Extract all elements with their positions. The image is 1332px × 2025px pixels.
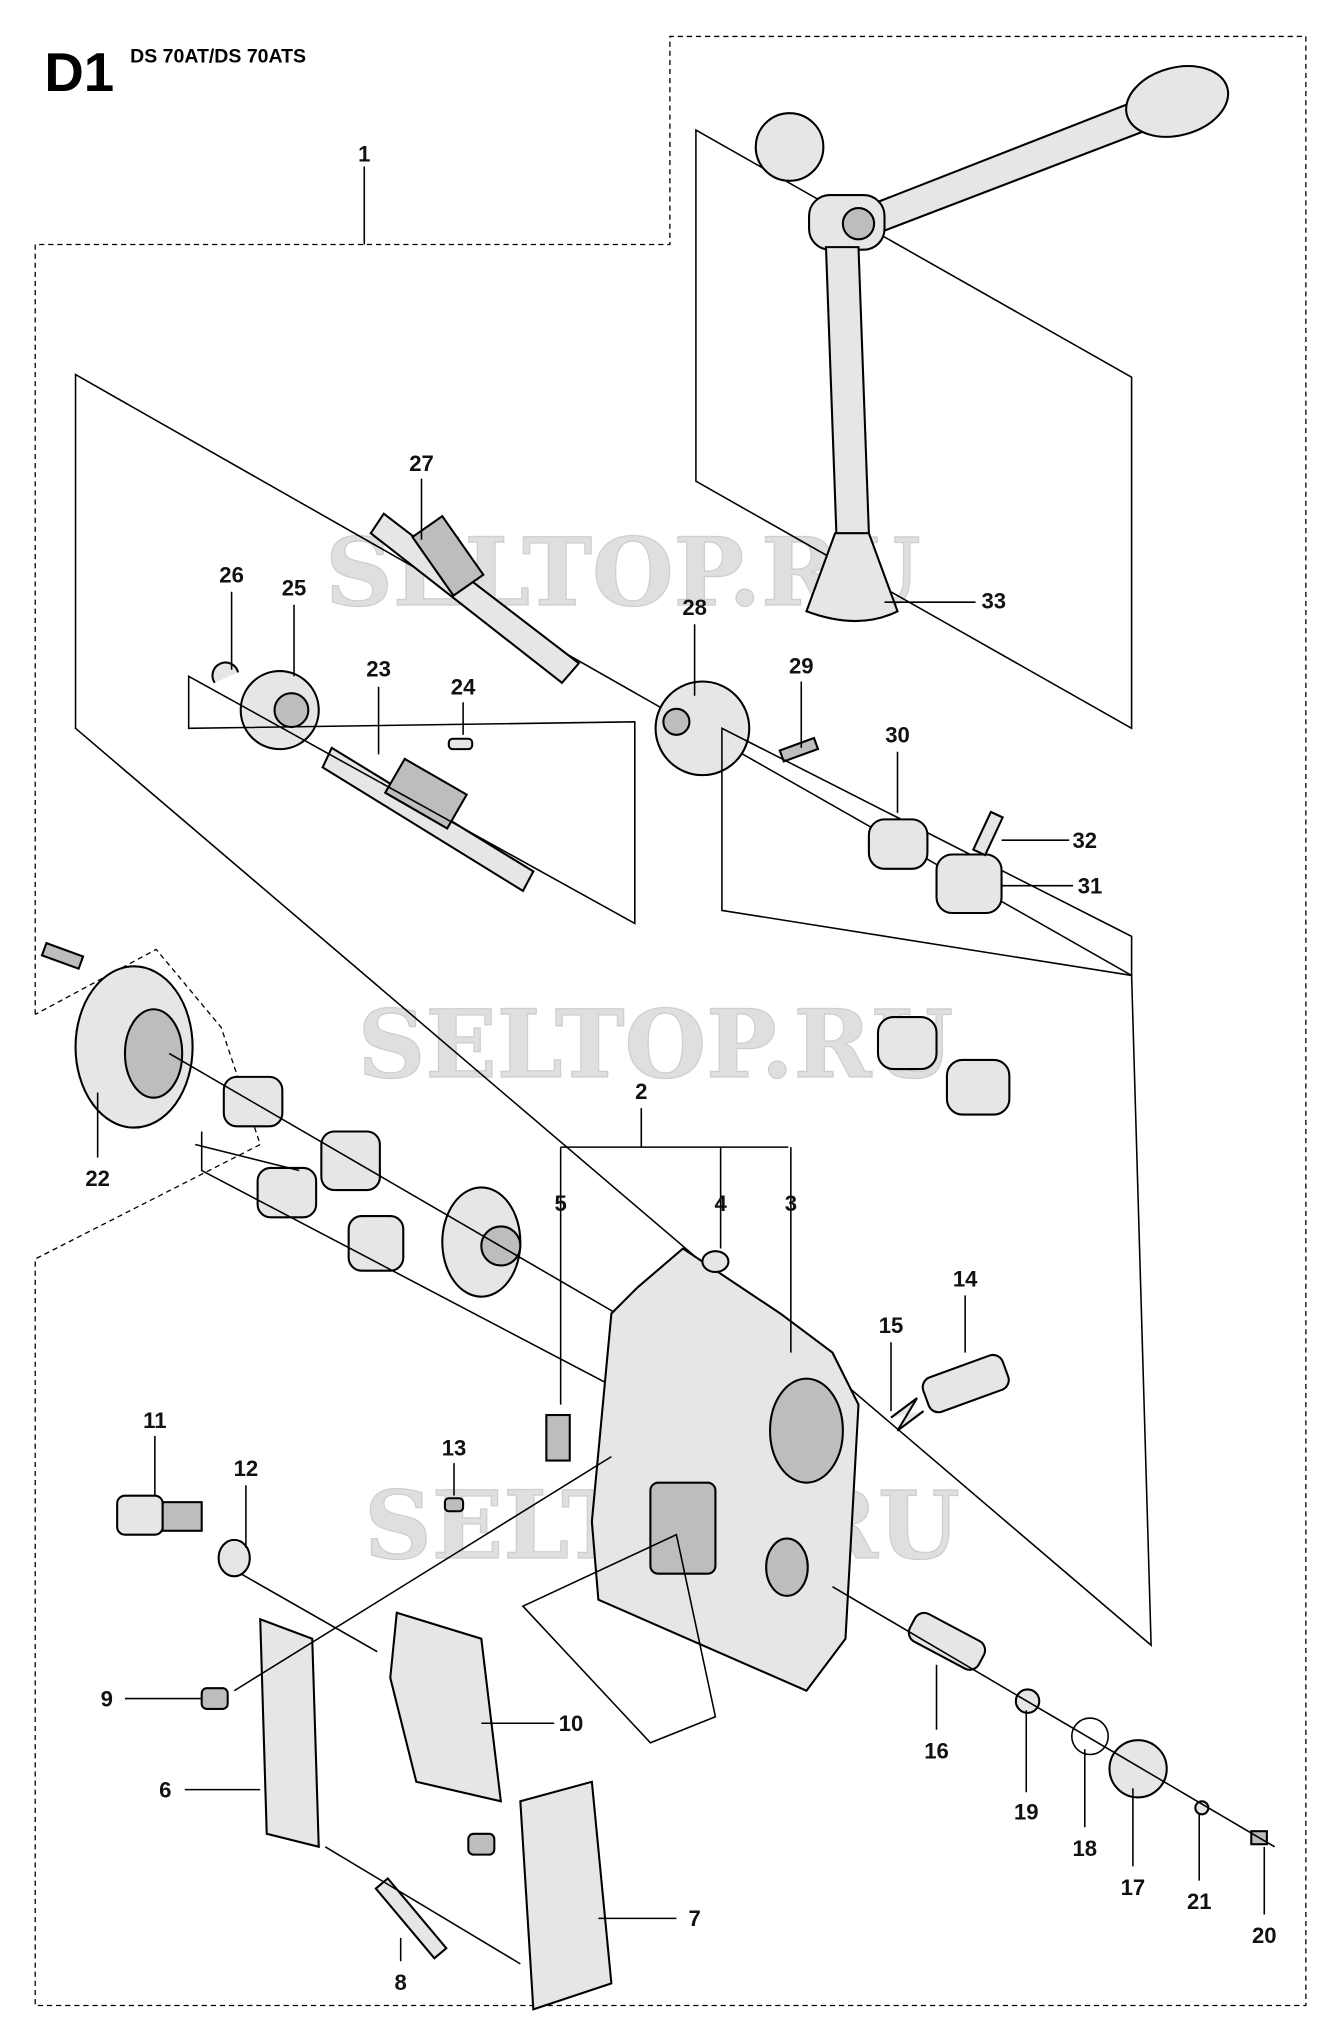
callout-33: 33 (981, 589, 1006, 614)
callout-17: 17 (1121, 1875, 1146, 1900)
callout-24: 24 (451, 675, 476, 700)
callout-1: 1 (358, 141, 370, 166)
shaft-group (74, 373, 1152, 1647)
callout-18: 18 (1072, 1836, 1097, 1861)
callout-15: 15 (879, 1313, 904, 1338)
assembly-outline (34, 35, 1307, 2007)
callout-21: 21 (1187, 1889, 1212, 1914)
right-small-parts (832, 1586, 1276, 1848)
callout-19: 19 (1014, 1800, 1039, 1825)
callout-23: 23 (366, 656, 391, 681)
callout-16: 16 (924, 1738, 949, 1763)
callout-10: 10 (559, 1711, 584, 1736)
callout-11: 11 (143, 1408, 166, 1433)
callout-26: 26 (219, 563, 244, 588)
gear-housing (521, 1247, 1010, 1744)
leader-lines (96, 478, 1266, 1962)
callout-22: 22 (85, 1166, 110, 1191)
callout-29: 29 (789, 654, 814, 679)
callout-30: 30 (885, 723, 910, 748)
front-plates (116, 1455, 613, 2011)
watermark: SELTOP.RU (358, 990, 953, 1100)
callout-labels: 1 2 3 4 5 6 7 8 9 10 11 12 13 14 15 16 1… (85, 141, 1276, 1995)
callout-14: 14 (953, 1266, 978, 1291)
callout-4: 4 (714, 1191, 727, 1216)
callout-8: 8 (395, 1970, 407, 1995)
callout-27: 27 (409, 451, 434, 476)
section-code: D1 (44, 42, 114, 103)
callout-7: 7 (688, 1906, 700, 1931)
callout-25: 25 (282, 576, 307, 601)
callout-2: 2 (635, 1079, 647, 1104)
callout-13: 13 (442, 1435, 467, 1460)
callout-9: 9 (101, 1686, 113, 1711)
callout-31: 31 (1078, 873, 1103, 898)
callout-20: 20 (1252, 1923, 1277, 1948)
callout-6: 6 (159, 1777, 171, 1802)
lower-shaft-parts (40, 941, 1011, 1445)
callout-12: 12 (234, 1456, 259, 1481)
callout-5: 5 (555, 1191, 567, 1216)
model-title: DS 70AT/DS 70ATS (130, 45, 306, 67)
callout-28: 28 (682, 595, 707, 620)
callout-32: 32 (1072, 828, 1097, 853)
handle-assembly (695, 65, 1230, 730)
callout-3: 3 (785, 1191, 797, 1216)
